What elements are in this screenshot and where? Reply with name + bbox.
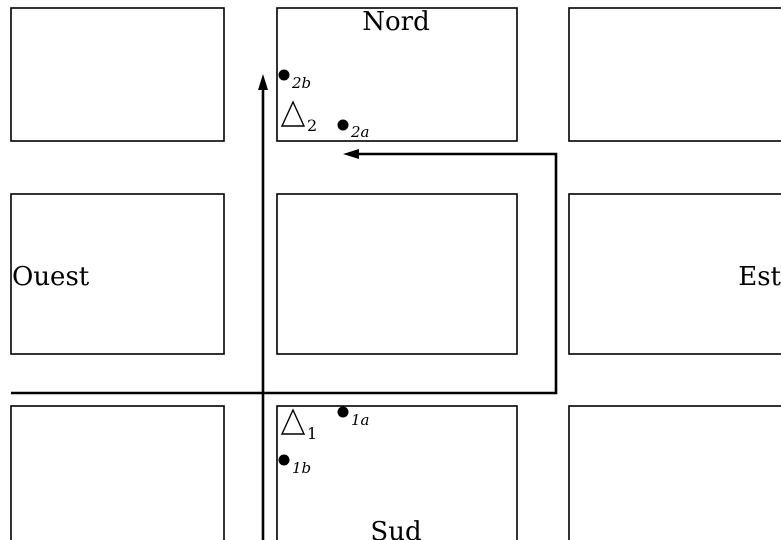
label-east: Est bbox=[738, 262, 781, 292]
point-2a-label: 2a bbox=[350, 123, 370, 141]
point-1b-label: 1b bbox=[292, 459, 311, 477]
block-middle-right bbox=[568, 193, 781, 355]
arrow-left-icon bbox=[343, 149, 359, 159]
block-middle-left bbox=[10, 193, 225, 355]
marker-2-label: 2 bbox=[307, 116, 317, 135]
marker-1-label: 1 bbox=[307, 424, 317, 443]
point-1a-dot bbox=[337, 406, 349, 418]
triangle-marker-2-icon bbox=[280, 100, 306, 127]
block-bottom-left bbox=[10, 405, 225, 540]
point-2a-dot bbox=[337, 119, 349, 131]
triangle-marker-1-icon bbox=[280, 408, 306, 435]
block-top-left bbox=[10, 7, 225, 142]
label-north: Nord bbox=[362, 7, 429, 37]
point-1b-dot bbox=[278, 454, 290, 466]
label-west: Ouest bbox=[12, 262, 90, 292]
block-top-right bbox=[568, 7, 781, 142]
arrow-up-icon bbox=[258, 74, 268, 90]
point-2b-dot bbox=[278, 69, 290, 81]
point-2b-label: 2b bbox=[291, 74, 311, 92]
block-bottom-right bbox=[568, 405, 781, 540]
point-1a-label: 1a bbox=[351, 411, 370, 429]
block-top-center bbox=[276, 7, 518, 142]
block-middle-center bbox=[276, 193, 518, 355]
label-south: Sud bbox=[370, 517, 421, 540]
block-bottom-center bbox=[276, 405, 518, 540]
route-loop-line bbox=[11, 152, 558, 395]
